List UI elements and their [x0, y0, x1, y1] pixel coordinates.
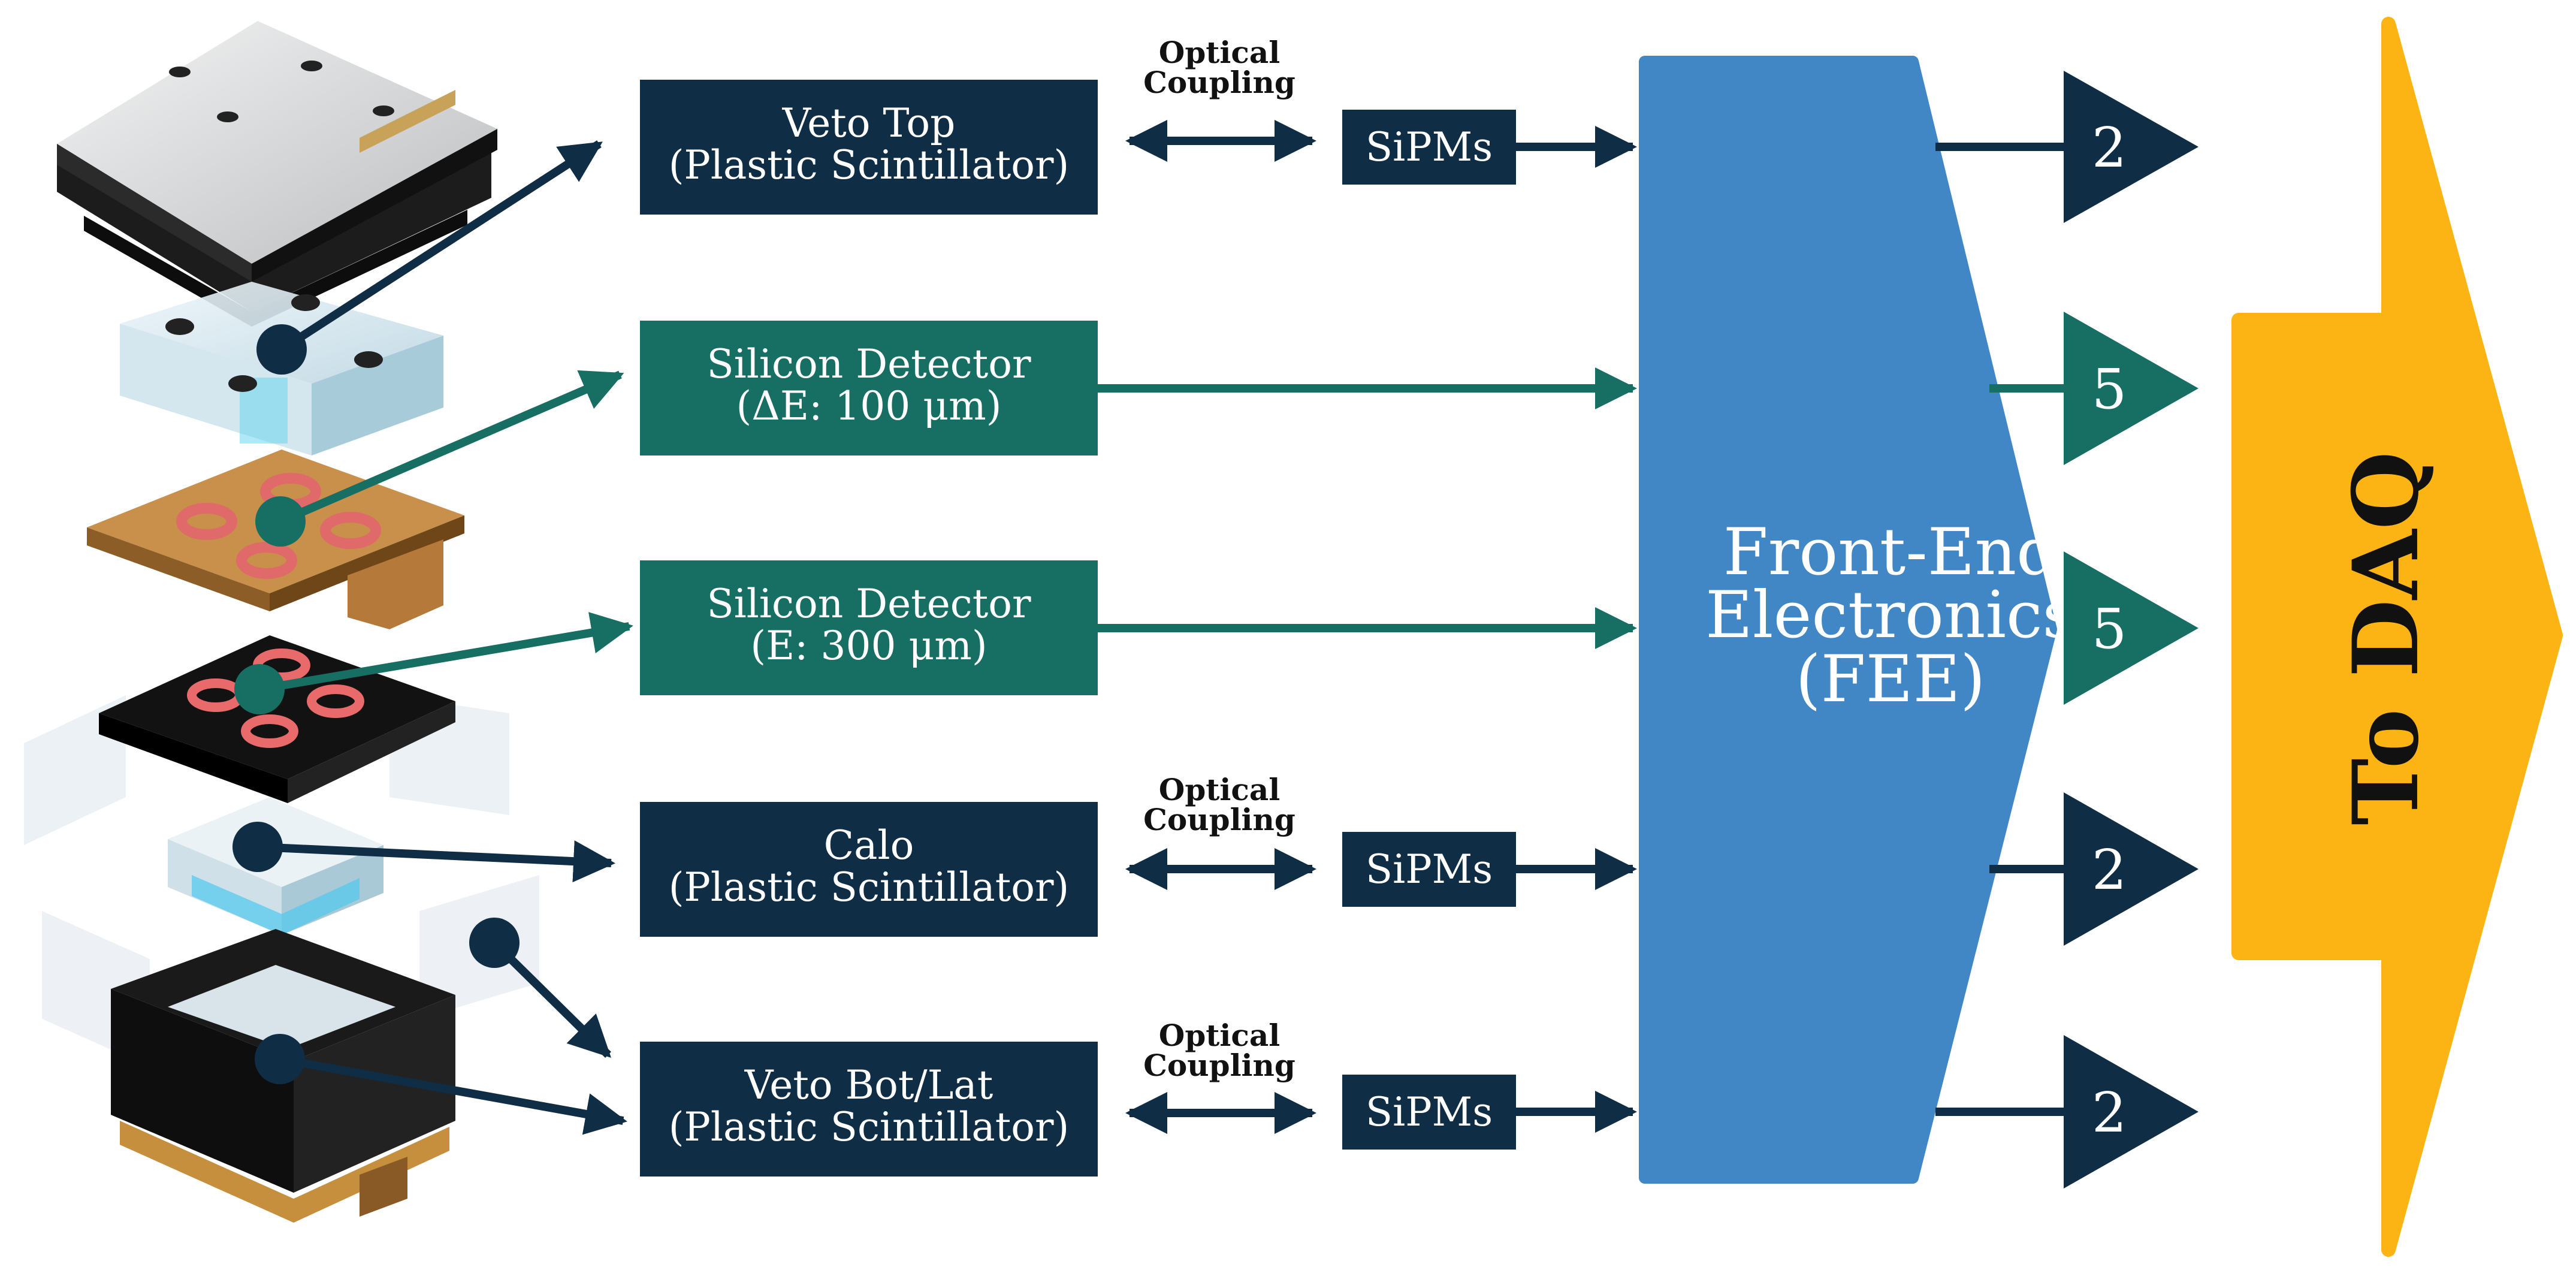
to-daq-arrow: To DAQ [2231, 17, 2563, 1257]
link-dot-silicon-de [255, 496, 306, 547]
link-veto-top [279, 140, 603, 353]
coupling-label-2b: Coupling [1143, 802, 1295, 837]
link-veto-lateral [491, 940, 611, 1058]
output-count-5: 2 [2092, 1081, 2127, 1145]
sipm-label-3: SiPMs [1366, 1089, 1493, 1135]
optical-coupling-group: Optical Coupling Optical Coupling Optica… [1125, 35, 1316, 1134]
veto-top-subtitle: (Plastic Scintillator) [669, 142, 1070, 188]
output-count-3: 5 [2092, 597, 2127, 661]
link-dot-veto-bottom [255, 1034, 305, 1084]
output-triangle-1 [2064, 71, 2198, 223]
link-silicon-e [258, 612, 633, 693]
coupling-label-1a: Optical [1159, 35, 1280, 70]
detector-boxes: Veto Top (Plastic Scintillator) Silicon … [640, 80, 1098, 1177]
fee-input-links [1098, 126, 1637, 1133]
link-silicon-de [279, 370, 624, 526]
veto-top-title: Veto Top [782, 100, 956, 146]
sipm-label-2: SiPMs [1366, 846, 1493, 892]
output-triangle-4 [2064, 792, 2198, 946]
sipm-box-1 [1342, 110, 1516, 185]
fee-title-line2: Electronics [1705, 578, 2076, 653]
output-count-2: 5 [2092, 357, 2127, 421]
optical-coupling-veto-bot: Optical Coupling [1125, 1018, 1316, 1134]
detector-box-silicon-de: Silicon Detector (ΔE: 100 μm) [640, 321, 1098, 455]
silicon-e-subtitle: (E: 300 μm) [750, 623, 987, 669]
link-dot-veto-lateral [469, 918, 520, 968]
link-calo [257, 840, 615, 883]
output-count-4: 2 [2092, 838, 2127, 902]
fee-title-line3: (FEE) [1796, 642, 1986, 717]
veto-bot-subtitle: (Plastic Scintillator) [669, 1104, 1070, 1150]
coupling-label-3b: Coupling [1143, 1048, 1295, 1083]
coupling-label-2a: Optical [1159, 772, 1280, 807]
fee-title-line1: Front-End [1723, 515, 2058, 590]
stack-links [232, 140, 633, 1135]
silicon-de-title: Silicon Detector [706, 341, 1031, 387]
link-dot-veto-top [256, 324, 307, 375]
fee-block: Front-End Electronics (FEE) [1639, 56, 2076, 1184]
link-dot-calo [232, 822, 283, 872]
fee-outputs: 2 5 5 2 2 [1935, 71, 2198, 1188]
detector-box-veto-top: Veto Top (Plastic Scintillator) [640, 80, 1098, 215]
silicon-de-subtitle: (ΔE: 100 μm) [736, 383, 1002, 429]
to-daq-label: To DAQ [2333, 451, 2439, 825]
sipm-box-3 [1342, 1075, 1516, 1150]
coupling-label-1b: Coupling [1143, 65, 1295, 100]
output-triangle-3 [2064, 551, 2198, 705]
link-dot-silicon-e [234, 664, 285, 714]
coupling-label-3a: Optical [1159, 1018, 1280, 1053]
output-triangle-5 [2064, 1035, 2198, 1188]
calo-block [168, 797, 383, 935]
sipm-box-2 [1342, 832, 1516, 907]
sipm-label-1: SiPMs [1366, 124, 1493, 170]
silicon-e-title: Silicon Detector [706, 581, 1031, 627]
optical-coupling-calo: Optical Coupling [1125, 772, 1316, 890]
link-veto-bottom [279, 1055, 627, 1135]
veto-top-module [57, 21, 497, 327]
veto-bot-title: Veto Bot/Lat [744, 1062, 993, 1108]
detector-box-silicon-e: Silicon Detector (E: 300 μm) [640, 560, 1098, 695]
optical-coupling-veto-top: Optical Coupling [1125, 35, 1316, 162]
detector-box-calo: Calo (Plastic Scintillator) [640, 802, 1098, 937]
calo-subtitle: (Plastic Scintillator) [669, 864, 1070, 910]
veto-bottom-cage [42, 875, 539, 1223]
output-count-1: 2 [2092, 116, 2127, 180]
detector-box-veto-bot: Veto Bot/Lat (Plastic Scintillator) [640, 1042, 1098, 1177]
output-triangle-2 [2064, 312, 2198, 465]
calo-title: Calo [824, 822, 914, 868]
sipm-boxes: SiPMs SiPMs SiPMs [1342, 110, 1516, 1150]
